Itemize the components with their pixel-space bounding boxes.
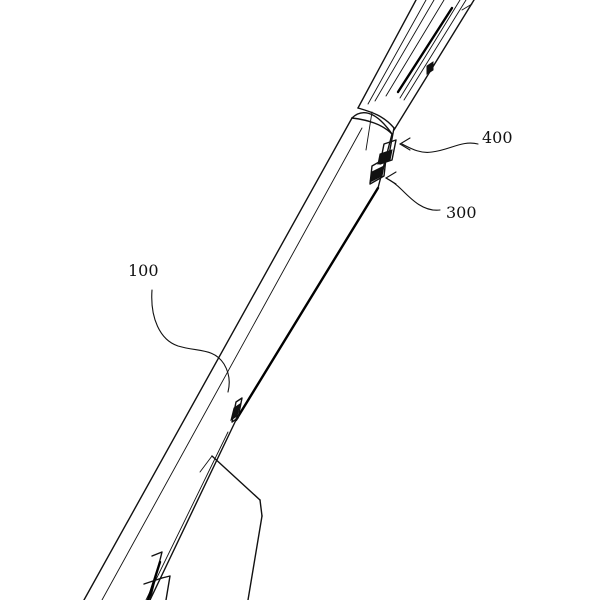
main-body-tube [83, 111, 393, 600]
leader-400 [401, 142, 479, 153]
body-button [230, 397, 243, 423]
upper-rail [357, 0, 475, 131]
part-300-latch [369, 157, 387, 185]
bottom-fragment [143, 551, 171, 600]
label-100: 100 [128, 261, 159, 280]
arrowhead-300 [384, 171, 397, 185]
lower-bracket [199, 455, 263, 600]
label-300: 300 [446, 203, 477, 222]
arrowhead-400 [398, 137, 411, 151]
leader-100 [151, 289, 230, 393]
leader-lines [151, 137, 479, 393]
label-400: 400 [482, 128, 513, 147]
